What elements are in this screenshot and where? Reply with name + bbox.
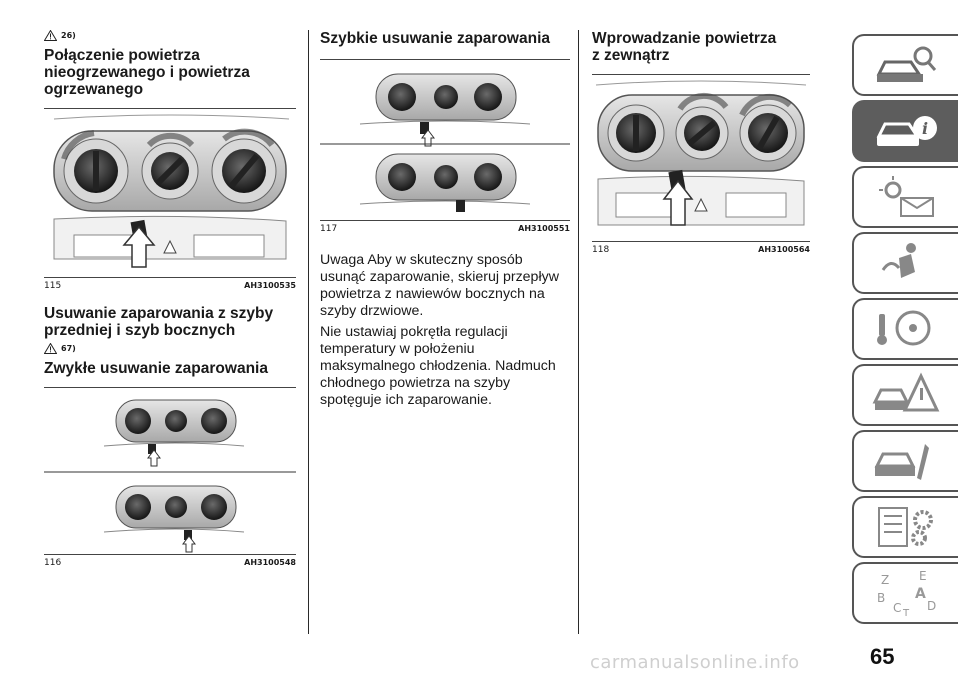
tab-warning-lights[interactable] bbox=[852, 166, 958, 228]
section-heading: Usuwanie zaparowania z szyby przedniej i… bbox=[44, 305, 274, 339]
figure-bottom-rule bbox=[44, 554, 296, 555]
tab-car-info[interactable]: i bbox=[852, 100, 958, 162]
section-heading: Szybkie usuwanie zaparowania bbox=[320, 30, 550, 47]
figure-caption: 117 AH3100551 bbox=[320, 224, 570, 234]
figure-bottom-rule bbox=[592, 241, 810, 242]
tab-steering-key[interactable] bbox=[852, 298, 958, 360]
warning-lights-icon bbox=[879, 176, 934, 217]
car-info-icon: i bbox=[876, 116, 937, 146]
car-emergency-icon bbox=[872, 372, 940, 412]
figure-number: 115 bbox=[44, 281, 62, 291]
index-letter: Z bbox=[881, 573, 889, 587]
figure-code: AH3100564 bbox=[758, 245, 810, 254]
column-right: Wprowadzanie powietrza z zewnątrz bbox=[592, 30, 810, 255]
tab-car-emergency[interactable] bbox=[852, 364, 958, 426]
figure-bottom-rule bbox=[44, 277, 296, 278]
airbag-seat-icon bbox=[881, 243, 916, 278]
tab-alphabet-index[interactable]: Z E B A D C T bbox=[852, 562, 958, 624]
tab-car-maintenance[interactable] bbox=[852, 430, 958, 492]
car-maintenance-icon bbox=[874, 444, 929, 480]
figure-code: AH3100551 bbox=[518, 224, 570, 233]
chapter-tabs: i Z E B A D C T bbox=[852, 34, 958, 628]
tab-specs-gears[interactable] bbox=[852, 496, 958, 558]
section-heading: Zwykłe usuwanie zaparowania bbox=[44, 360, 268, 377]
figure-118: 118 AH3100564 bbox=[592, 74, 810, 255]
tab-car-search[interactable] bbox=[852, 34, 958, 96]
figure-caption: 118 AH3100564 bbox=[592, 245, 810, 255]
section-heading: Wprowadzanie powietrza z zewnątrz bbox=[592, 30, 777, 64]
figure-top-rule bbox=[592, 74, 810, 75]
section-heading: Połączenie powietrza nieogrzewanego i po… bbox=[44, 47, 250, 98]
figure-code: AH3100535 bbox=[244, 281, 296, 290]
steering-key-icon bbox=[877, 310, 931, 346]
tab-airbag-seat[interactable] bbox=[852, 232, 958, 294]
watermark: carmanualsonline.info bbox=[590, 652, 800, 673]
figure-top-rule bbox=[320, 59, 570, 60]
index-letter: D bbox=[927, 599, 936, 613]
figure-bottom-rule bbox=[320, 220, 570, 221]
figure-caption: 116 AH3100548 bbox=[44, 558, 296, 568]
index-letter: E bbox=[919, 569, 927, 583]
climate-control-panel-illustration bbox=[53, 114, 290, 268]
note-number: 67) bbox=[61, 344, 76, 353]
column-left: 26) Połączenie powietrza nieogrzewanego … bbox=[44, 30, 296, 568]
climate-control-panel-illustration bbox=[44, 399, 296, 553]
column-middle: Szybkie usuwanie zaparowania 117 AH31005… bbox=[320, 30, 570, 409]
body-paragraph: Uwaga Aby w skuteczny sposób usunąć zapa… bbox=[320, 252, 559, 319]
note-reference: 67) bbox=[44, 343, 296, 354]
warning-triangle-icon bbox=[44, 30, 57, 41]
index-letter: C bbox=[893, 601, 901, 615]
climate-control-panel-illustration bbox=[595, 80, 807, 226]
figure-117: 117 AH3100551 bbox=[320, 59, 570, 234]
figure-code: AH3100548 bbox=[244, 558, 296, 567]
index-letter: T bbox=[902, 608, 910, 618]
column-divider bbox=[308, 30, 309, 634]
figure-top-rule bbox=[44, 108, 296, 109]
note-number: 26) bbox=[61, 31, 76, 40]
figure-115: 115 AH3100535 bbox=[44, 108, 296, 291]
figure-number: 117 bbox=[320, 224, 338, 234]
specs-gears-icon bbox=[878, 507, 933, 547]
alphabet-index-icon: Z E B A D C T bbox=[877, 569, 936, 618]
figure-caption: 115 AH3100535 bbox=[44, 281, 296, 291]
note-reference: 26) bbox=[44, 30, 296, 41]
warning-triangle-icon bbox=[44, 343, 57, 354]
figure-number: 118 bbox=[592, 245, 610, 255]
figure-number: 116 bbox=[44, 558, 62, 568]
car-search-icon bbox=[876, 46, 937, 82]
climate-control-panel-illustration bbox=[320, 73, 570, 212]
index-letter: B bbox=[877, 591, 885, 605]
page-number: 65 bbox=[870, 644, 895, 669]
figure-116: 116 AH3100548 bbox=[44, 387, 296, 568]
column-divider bbox=[578, 30, 579, 634]
body-paragraph: Nie ustawiaj pokrętła regulacji temperat… bbox=[320, 324, 556, 408]
svg-text:i: i bbox=[922, 119, 928, 138]
index-letter: A bbox=[915, 586, 926, 602]
figure-top-rule bbox=[44, 387, 296, 388]
